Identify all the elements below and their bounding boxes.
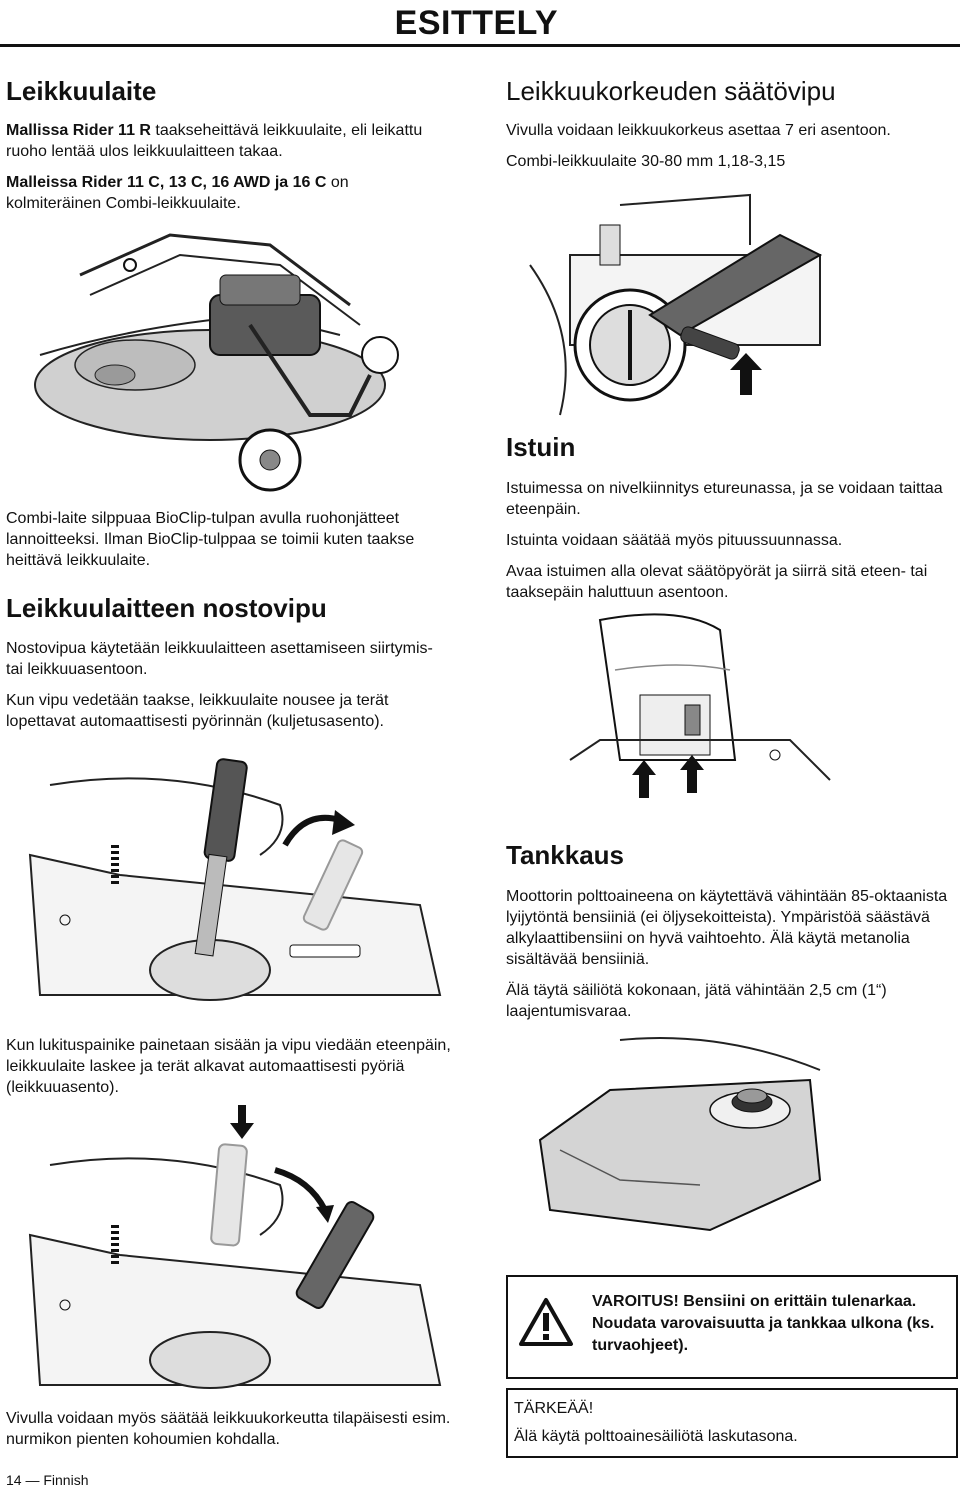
lift-lever-p3-block: Kun lukituspainike painetaan sisään ja v… (6, 1035, 451, 1098)
lift-lever-p4: Vivulla voidaan myös säätää leikkuukorke… (6, 1410, 451, 1448)
cutting-unit-caption-block: Combi-laite silppuaa BioClip-tulpan avul… (6, 508, 446, 571)
height-lever-text: Vivulla voidaan leikkuukorkeus asettaa 7… (506, 120, 956, 172)
cutting-unit-p2: Malleissa Rider 11 C, 13 C, 16 AWD ja 16… (6, 172, 446, 214)
fueling-p1: Moottorin polttoaineena on käytettävä vä… (506, 888, 948, 968)
fueling-p2: Älä täytä säiliötä kokonaan, jätä vähint… (506, 982, 887, 1020)
height-lever-illustration (529, 193, 823, 416)
heading-lift-lever: Leikkuulaitteen nostovipu (6, 593, 327, 623)
model-list: Malleissa Rider 11 C, 13 C, 16 AWD ja 16… (6, 174, 327, 191)
cutting-unit-p1: Mallissa Rider 11 R taakseheittävä leikk… (6, 120, 446, 162)
cutting-unit-p2-rest: on kolmiteräinen Combi-leikkuulaite. (6, 174, 349, 212)
seat-p3: Avaa istuimen alla olevat säätöpyörät ja… (506, 563, 928, 601)
heading-height-lever: Leikkuukorkeuden säätövipu (506, 76, 836, 106)
lift-lever-text: Nostovipua käytetään leikkuulaitteen ase… (6, 638, 451, 732)
lift-lever-p4-block: Vivulla voidaan myös säätää leikkuukorke… (6, 1408, 451, 1450)
warning-triangle-icon (519, 1298, 573, 1346)
header-rule (0, 44, 960, 47)
cutting-unit-p1-rest: taakseheittävä leikkuulaite, eli leikatt… (6, 122, 423, 160)
seat-text: Istuimessa on nivelkiinnitys etureunassa… (506, 478, 956, 603)
heading-cutting-unit: Leikkuulaite (6, 76, 157, 106)
lift-lever-lowered-illustration (28, 1105, 442, 1389)
cutting-unit-caption: Combi-laite silppuaa BioClip-tulpan avul… (6, 510, 415, 569)
important-box: TÄRKEÄÄ! Älä käytä polttoainesäiliötä la… (506, 1388, 958, 1458)
seat-p1: Istuimessa on nivelkiinnitys etureunassa… (506, 480, 943, 518)
fueling-text: Moottorin polttoaineena on käytettävä vä… (506, 886, 954, 1022)
lift-lever-p2: Kun vipu vedetään taakse, leikkuulaite n… (6, 692, 389, 730)
mower-deck-illustration (34, 233, 399, 492)
seat-p2: Istuinta voidaan säätää myös pituussuunn… (506, 532, 843, 549)
cutting-unit-text: Mallissa Rider 11 R taakseheittävä leikk… (6, 120, 446, 214)
lift-lever-raised-illustration (28, 758, 442, 1001)
page-title: ESITTELY (394, 4, 558, 42)
seat-illustration (569, 613, 831, 798)
model-rider-11r: Mallissa Rider 11 R (6, 122, 151, 139)
height-lever-p1: Vivulla voidaan leikkuukorkeus asettaa 7… (506, 122, 891, 139)
height-lever-p2: Combi-leikkuulaite 30-80 mm 1,18-3,15 (506, 153, 786, 170)
page-footer: 14 — Finnish (6, 1472, 89, 1488)
fuel-tank-illustration (538, 1037, 822, 1232)
important-text: Älä käytä polttoainesäiliötä laskutasona… (514, 1428, 798, 1445)
warning-box: VAROITUS! Bensiini on erittäin tulenarka… (506, 1275, 958, 1379)
warning-text: VAROITUS! Bensiini on erittäin tulenarka… (592, 1293, 935, 1354)
lift-lever-p3: Kun lukituspainike painetaan sisään ja v… (6, 1037, 451, 1096)
lift-lever-p1: Nostovipua käytetään leikkuulaitteen ase… (6, 640, 433, 678)
heading-fueling: Tankkaus (506, 840, 625, 870)
important-title: TÄRKEÄÄ! (514, 1400, 594, 1417)
heading-seat: Istuin (506, 432, 576, 462)
